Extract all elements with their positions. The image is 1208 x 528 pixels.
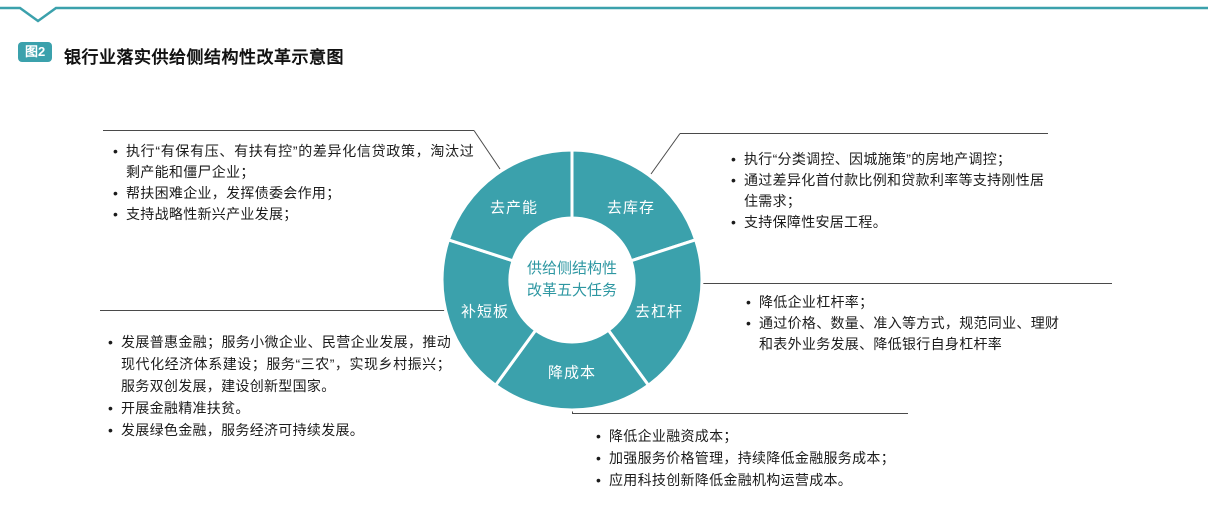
callout-item: 发展普惠金融；服务小微企业、民营企业发展，推动现代化经济体系建设；服务“三农”，… <box>107 331 451 397</box>
donut-segment-quganggan <box>606 238 704 387</box>
callout-bottom-left: 发展普惠金融；服务小微企业、民营企业发展，推动现代化经济体系建设；服务“三农”，… <box>107 331 451 441</box>
callout-item: 开展金融精准扶贫。 <box>107 397 451 419</box>
donut-segment-buduanban <box>440 238 538 387</box>
callout-line-top-left-diagonal <box>473 130 501 170</box>
callout-item: 发展绿色金融，服务经济可持续发展。 <box>107 419 451 441</box>
figure-badge: 图2 <box>18 42 53 62</box>
segment-label-quganggan: 去杠杆 <box>634 303 684 321</box>
callout-top-left: 执行“有保有压、有扶有控”的差异化信贷政策，淘汰过剩产能和僵尸企业； 帮扶困难企… <box>112 141 474 225</box>
segment-label-buduanban: 补短板 <box>460 303 510 321</box>
callout-item: 降低企业杠杆率； <box>745 292 1067 313</box>
callout-item: 帮扶困难企业，发挥债委会作用； <box>112 183 474 204</box>
callout-item: 降低企业融资成本； <box>595 425 925 447</box>
callout-item: 执行“有保有压、有扶有控”的差异化信贷政策，淘汰过剩产能和僵尸企业； <box>112 141 474 183</box>
donut-center-line1: 供给侧结构性 <box>526 260 618 277</box>
top-ribbon-decoration <box>0 6 1208 23</box>
page-title: 银行业落实供给侧结构性改革示意图 <box>64 48 344 67</box>
callout-item: 通过价格、数量、准入等方式，规范同业、理财和表外业务发展、降低银行自身杠杆率 <box>745 313 1067 355</box>
callout-item: 通过差异化首付款比例和贷款利率等支持刚性居住需求； <box>730 170 1052 212</box>
callout-line-top-right-diagonal <box>650 133 681 175</box>
donut-segment-qukucun <box>570 148 698 263</box>
segment-label-qukucun: 去库存 <box>606 199 656 217</box>
segment-label-jiangchengben: 降成本 <box>547 364 597 382</box>
segment-label-quchanneng: 去产能 <box>489 199 539 217</box>
donut-center-line2: 改革五大任务 <box>526 282 618 299</box>
callout-item: 应用科技创新降低金融机构运营成本。 <box>595 469 925 491</box>
callout-item: 支持战略性新兴产业发展； <box>112 204 474 225</box>
callout-item: 支持保障性安居工程。 <box>730 212 1052 233</box>
callout-item: 加强服务价格管理，持续降低金融服务成本； <box>595 447 925 469</box>
callout-item: 执行“分类调控、因城施策”的房地产调控； <box>730 149 1052 170</box>
callout-right: 降低企业杠杆率； 通过价格、数量、准入等方式，规范同业、理财和表外业务发展、降低… <box>745 292 1067 355</box>
donut-segment-jiangchengben <box>494 328 650 412</box>
ribbon-line <box>0 6 1208 23</box>
callout-top-right: 执行“分类调控、因城施策”的房地产调控； 通过差异化首付款比例和贷款利率等支持刚… <box>730 149 1052 233</box>
callout-bottom: 降低企业融资成本； 加强服务价格管理，持续降低金融服务成本； 应用科技创新降低金… <box>595 425 925 491</box>
donut-center-label: 供给侧结构性 改革五大任务 <box>527 258 617 302</box>
